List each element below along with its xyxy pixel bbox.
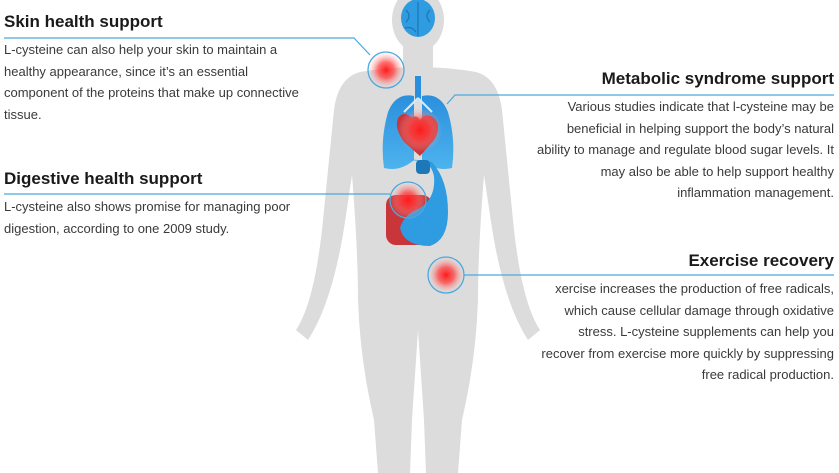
brain-organ [401, 0, 435, 37]
connector-lines [4, 37, 834, 276]
stomach-organ [400, 159, 448, 246]
skin-health-callout: Skin health support L-cysteine can also … [4, 12, 304, 125]
digestive-health-text: L-cysteine also shows promise for managi… [4, 199, 291, 236]
digestive-health-title: Digestive health support [4, 169, 203, 188]
skin-health-text: L-cysteine can also help your skin to ma… [4, 42, 299, 122]
skin-health-title: Skin health support [4, 12, 163, 31]
exercise-recovery-callout: Exercise recovery xercise increases the … [534, 251, 834, 386]
metabolic-syndrome-text: Various studies indicate that l-cysteine… [536, 99, 834, 200]
digestive-health-callout: Digestive health support L-cysteine also… [4, 169, 304, 239]
metabolic-syndrome-callout: Metabolic syndrome support Various studi… [534, 69, 834, 204]
hotspots [368, 52, 464, 293]
exercise-recovery-title: Exercise recovery [688, 251, 834, 270]
metabolic-syndrome-title: Metabolic syndrome support [601, 69, 834, 88]
exercise-recovery-text: xercise increases the production of free… [541, 281, 834, 382]
